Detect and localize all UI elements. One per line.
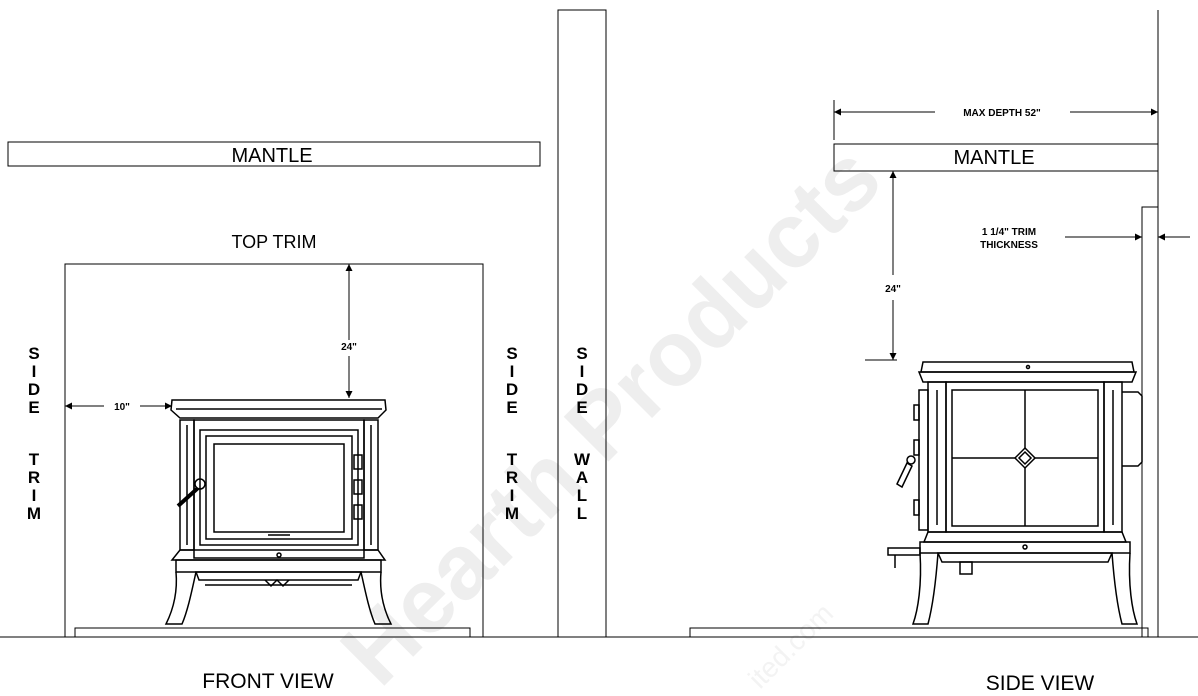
side-trim-right-label: S I D E T R I M [505,344,519,523]
svg-text:T: T [507,450,518,469]
svg-text:S: S [506,344,517,363]
front-dim-24-label: 24" [341,342,357,353]
svg-text:T: T [29,450,40,469]
svg-text:L: L [577,486,587,505]
front-trim-opening [64,263,484,638]
front-mantle-label: MANTLE [231,145,312,167]
svg-text:A: A [576,468,588,487]
front-dim-10-label: 10" [114,402,130,413]
svg-text:L: L [577,504,587,523]
side-view [689,10,1190,638]
stove-front [164,399,393,625]
watermark: Hearth Products ited.com [322,126,900,696]
top-trim-label: TOP TRIM [231,232,316,252]
trim-thickness-label-line2: THICKNESS [980,240,1038,251]
side-dim-24-label: 24" [885,284,901,295]
svg-text:I: I [32,362,37,381]
svg-text:W: W [574,450,591,469]
side-mantle [833,143,1159,172]
svg-text:I: I [510,486,515,505]
svg-text:I: I [510,362,515,381]
svg-text:D: D [576,380,588,399]
svg-text:D: D [28,380,40,399]
svg-text:E: E [506,398,517,417]
svg-text:R: R [28,468,40,487]
svg-text:I: I [32,486,37,505]
svg-text:I: I [580,362,585,381]
front-view [0,9,1198,638]
max-depth-label: MAX DEPTH 52" [963,108,1041,119]
svg-text:M: M [505,504,519,523]
side-trim-left-label: S I D E T R I M [27,344,41,523]
side-hearth [689,627,1149,638]
svg-text:S: S [576,344,587,363]
front-view-title: FRONT VIEW [202,670,334,693]
side-view-title: SIDE VIEW [986,672,1095,695]
front-side-wall [557,9,607,638]
svg-text:S: S [28,344,39,363]
trim-thickness-label-line1: 1 1/4" TRIM [982,227,1036,238]
svg-text:E: E [576,398,587,417]
svg-text:R: R [506,468,518,487]
side-wall-label: S I D E W A L L [574,344,591,523]
front-mantle [7,141,541,167]
side-trim-board [1141,206,1159,638]
svg-text:E: E [28,398,39,417]
side-mantle-label: MANTLE [953,147,1034,169]
svg-text:D: D [506,380,518,399]
watermark-site: ited.com [742,597,839,694]
stove-side [887,361,1143,625]
svg-text:M: M [27,504,41,523]
